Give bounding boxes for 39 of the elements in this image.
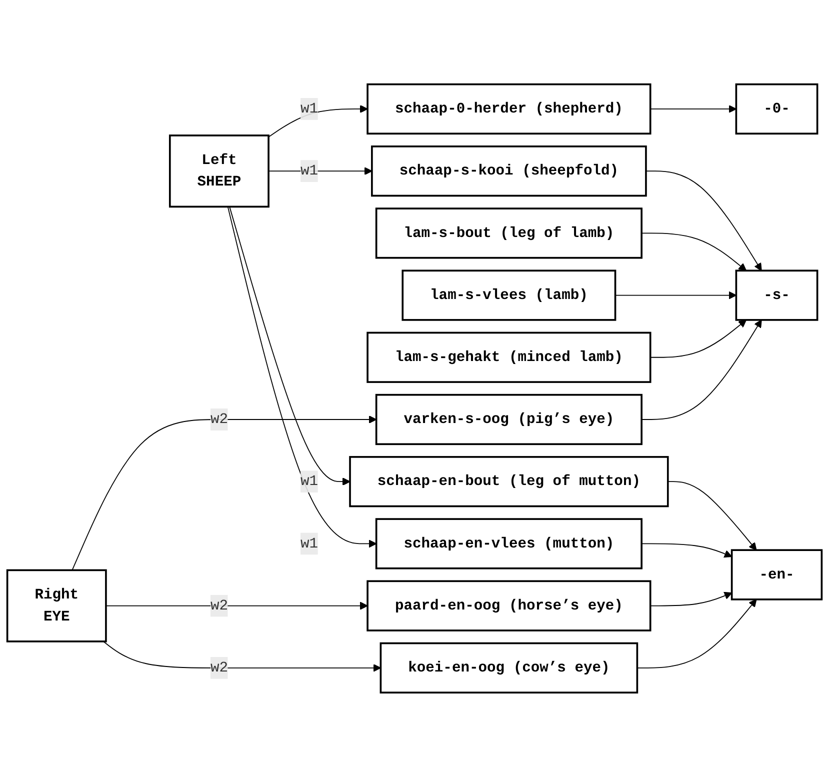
arrow bbox=[641, 232, 747, 271]
edge-label: w1 bbox=[300, 472, 318, 490]
arrow bbox=[106, 601, 368, 610]
edge-label: w2 bbox=[210, 410, 228, 428]
edge-label: w2 bbox=[210, 597, 228, 614]
node-box: koei-en-oog (cow’s eye) bbox=[380, 642, 638, 694]
arrow bbox=[641, 542, 732, 558]
edge-label: w2 bbox=[210, 659, 228, 676]
node-box: -s- bbox=[735, 269, 818, 320]
arrow bbox=[268, 104, 368, 138]
arrow bbox=[650, 591, 732, 606]
node-box: schaap-en-vlees (mutton) bbox=[375, 518, 642, 569]
arrow bbox=[650, 104, 737, 113]
arrow bbox=[650, 319, 747, 358]
arrow bbox=[641, 319, 762, 420]
node-box: paard-en-oog (horse’s eye) bbox=[366, 580, 652, 631]
edge-label: w1 bbox=[300, 535, 318, 552]
arrow bbox=[268, 166, 372, 175]
node-box: varken-s-oog (pig’s eye) bbox=[375, 393, 642, 445]
arrow bbox=[636, 598, 757, 668]
arrow bbox=[227, 206, 377, 548]
node-box: -0- bbox=[735, 82, 818, 134]
arrow bbox=[614, 290, 737, 299]
node-box: -en- bbox=[730, 548, 823, 600]
node-box: lam-s-bout (leg of lamb) bbox=[375, 207, 642, 258]
edge-label: w1 bbox=[300, 162, 318, 179]
node-box: schaap-en-bout (leg of mutton) bbox=[349, 456, 669, 507]
node-box: Left SHEEP bbox=[168, 134, 270, 208]
node-box: schaap-s-kooi (sheepfold) bbox=[371, 145, 647, 196]
node-box: schaap-0-herder (shepherd) bbox=[366, 82, 652, 134]
arrow bbox=[646, 170, 762, 271]
arrow bbox=[102, 640, 382, 672]
node-box: Right EYE bbox=[6, 568, 107, 642]
arrow bbox=[72, 415, 377, 570]
node-box: lam-s-gehakt (minced lamb) bbox=[366, 331, 652, 383]
arrow bbox=[667, 480, 757, 550]
node-box: lam-s-vlees (lamb) bbox=[402, 269, 616, 320]
arrow bbox=[229, 206, 350, 486]
edge-label: w1 bbox=[300, 100, 318, 117]
